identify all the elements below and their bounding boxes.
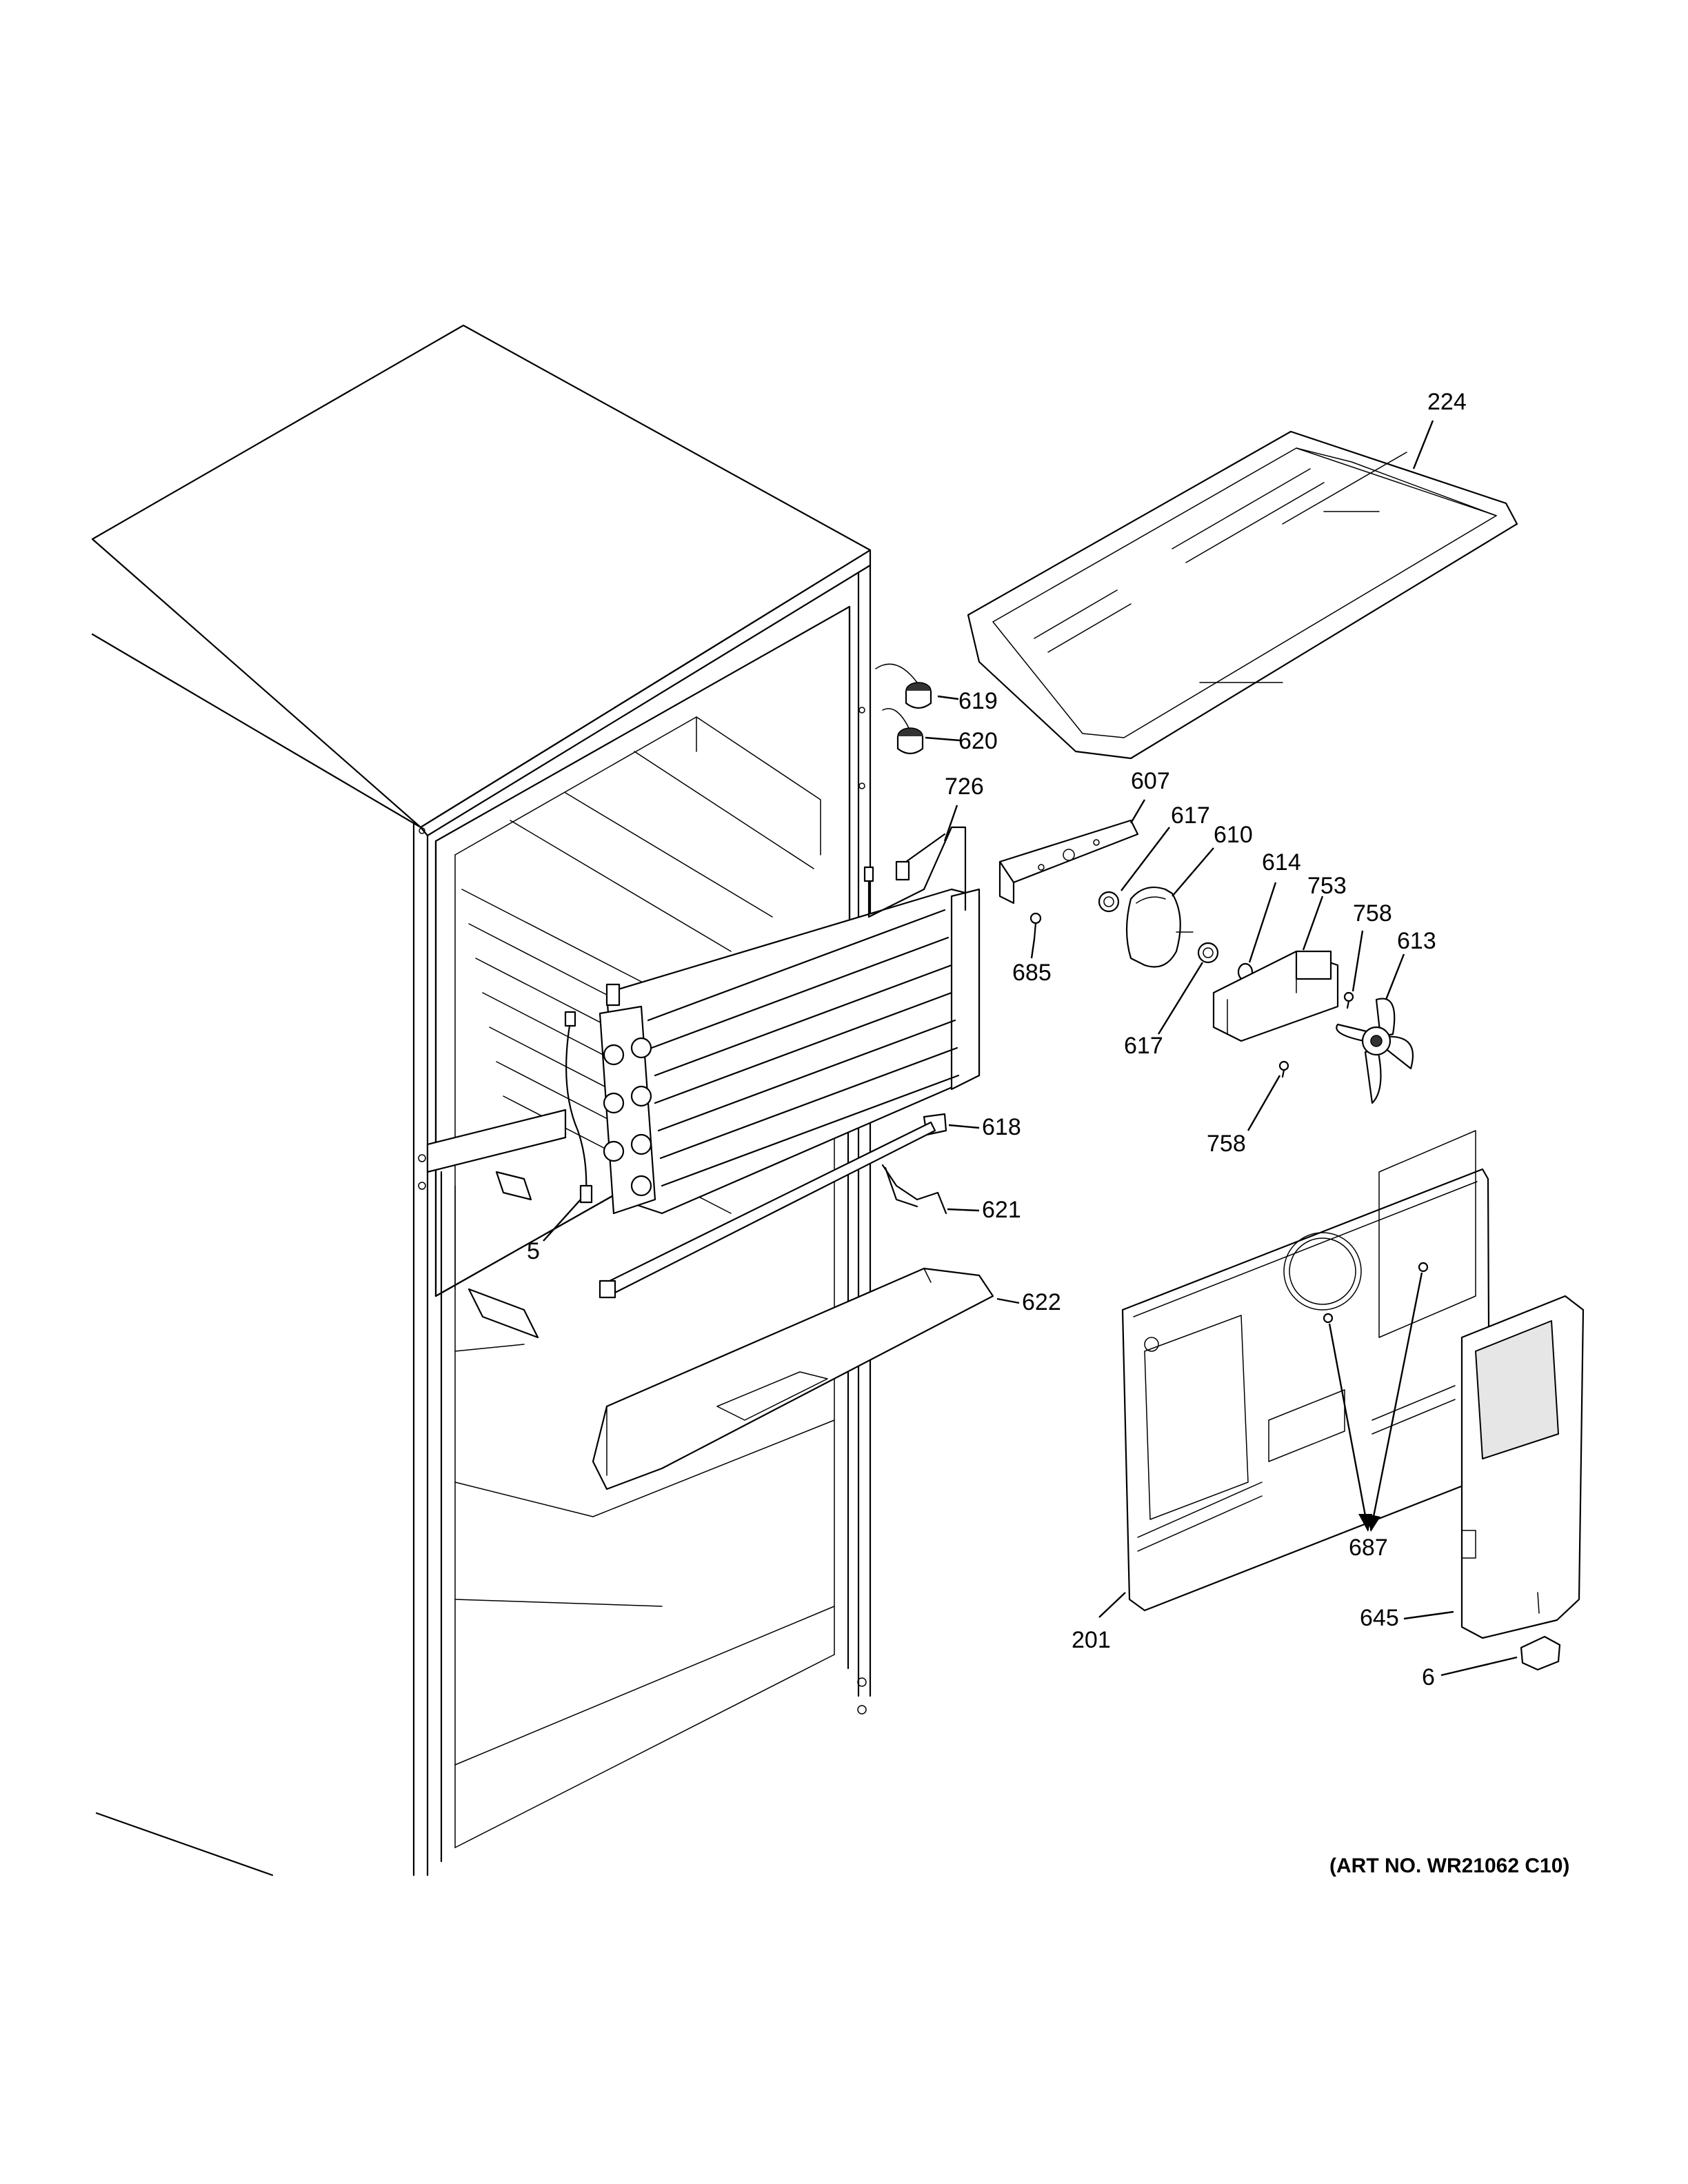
part-617-grommet-lower [1197, 942, 1219, 964]
part-6-cap [1520, 1635, 1561, 1671]
label-758-upper: 758 [1353, 900, 1392, 927]
part-617-grommet-upper [1098, 891, 1120, 913]
leader-607 [1129, 799, 1146, 824]
leader-619 [937, 695, 959, 700]
leader-726 [943, 805, 958, 842]
label-685: 685 [1012, 960, 1052, 986]
leader-614 [1248, 882, 1277, 963]
part-726-evaporator [599, 826, 981, 1215]
part-labels: 224 619 620 726 607 617 610 614 753 758 … [527, 389, 1467, 1690]
label-753: 753 [1307, 873, 1347, 899]
label-619: 619 [958, 688, 998, 714]
part-610-fan-motor [1125, 887, 1194, 968]
leader-617a [1121, 827, 1170, 891]
part-621-clip [881, 1164, 947, 1215]
label-726: 726 [945, 774, 984, 800]
part-613-fan-blade [1336, 998, 1414, 1104]
part-224-glass-shelf [967, 430, 1518, 760]
label-617-lower: 617 [1124, 1033, 1163, 1059]
part-645-fan-cover [1460, 1295, 1585, 1639]
label-687: 687 [1349, 1535, 1388, 1561]
label-618: 618 [982, 1114, 1021, 1140]
leader-621 [947, 1208, 980, 1212]
part-607-bracket [998, 819, 1139, 904]
label-613: 613 [1397, 928, 1436, 954]
leader-lines [543, 420, 1518, 1677]
leader-753 [1302, 896, 1324, 951]
leader-687b [1369, 1272, 1423, 1531]
label-607: 607 [1131, 768, 1170, 794]
leader-617b [1157, 962, 1204, 1035]
art-number: (ART NO. WR21062 C10) [1329, 1854, 1569, 1877]
leader-685 [1030, 938, 1036, 959]
part-201-evaporator-cover [1121, 1130, 1491, 1612]
leader-622 [996, 1297, 1020, 1304]
label-645: 645 [1360, 1605, 1399, 1631]
leader-620 [925, 736, 961, 742]
part-753-motor-bracket [1212, 950, 1339, 1042]
leader-201 [1098, 1592, 1126, 1618]
part-619-plug [875, 663, 932, 709]
leader-613 [1385, 953, 1405, 1000]
label-614: 614 [1262, 849, 1301, 876]
part-618-defrost-heater [599, 1113, 947, 1299]
leader-610 [1172, 847, 1214, 897]
label-622: 622 [1022, 1289, 1061, 1315]
leader-5 [543, 1199, 581, 1242]
leader-758a [1352, 930, 1364, 992]
label-758-lower: 758 [1207, 1131, 1246, 1157]
leader-758b [1247, 1075, 1281, 1131]
leader-645 [1403, 1610, 1454, 1620]
label-621: 621 [982, 1197, 1021, 1223]
label-201: 201 [1072, 1627, 1111, 1653]
label-617-upper: 617 [1171, 802, 1210, 829]
label-620: 620 [958, 728, 998, 754]
label-6: 6 [1422, 1664, 1435, 1690]
part-685-screw [1029, 912, 1042, 940]
part-5-defrost-thermostat-wire [564, 1011, 593, 1204]
leader-618 [948, 1124, 980, 1129]
leader-687a [1328, 1323, 1369, 1531]
part-622-drain-pan [592, 1267, 994, 1490]
label-5: 5 [527, 1238, 540, 1264]
leader-6 [1440, 1656, 1518, 1677]
label-224: 224 [1427, 389, 1467, 415]
part-620-plug [882, 708, 924, 755]
part-758-screw-upper [1343, 991, 1354, 1009]
part-758-screw-lower [1278, 1060, 1289, 1078]
label-610: 610 [1214, 822, 1253, 848]
leader-224 [1412, 420, 1434, 469]
